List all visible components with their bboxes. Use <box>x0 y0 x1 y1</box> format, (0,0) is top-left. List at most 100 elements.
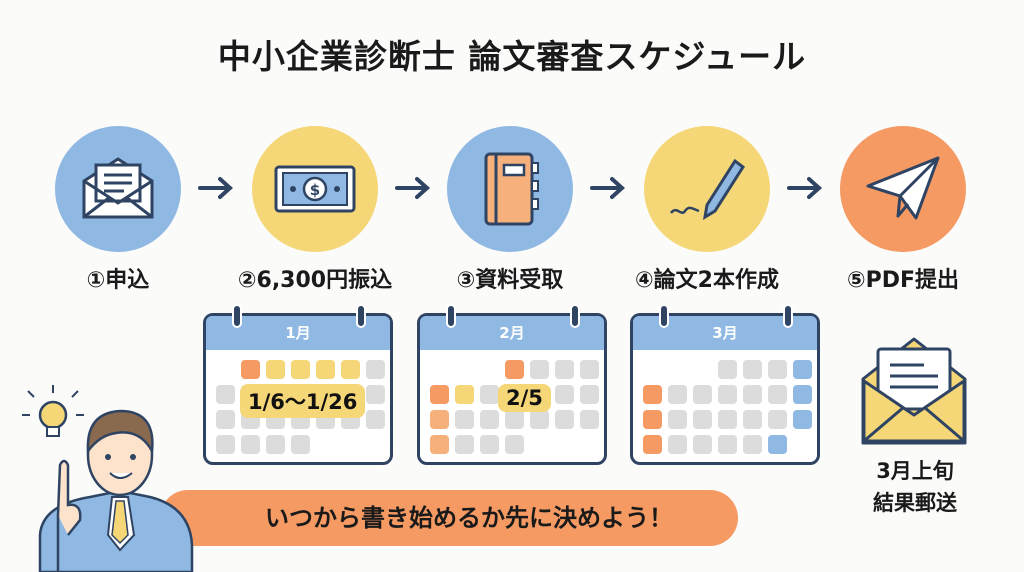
empty-day <box>216 360 235 379</box>
calendar-day <box>241 360 260 379</box>
calendar-day <box>366 360 385 379</box>
calendar-day <box>216 385 235 404</box>
svg-text:$: $ <box>310 181 320 199</box>
paper-plane-icon <box>840 126 966 252</box>
page-title: 中小企業診断士 論文審査スケジュール <box>217 37 807 76</box>
calendar-day <box>693 385 712 404</box>
calendar-day <box>430 435 449 454</box>
arrow-icon <box>787 177 822 199</box>
calendar-day <box>505 435 524 454</box>
calendar-day <box>555 410 574 429</box>
calendar-day <box>743 360 762 379</box>
calendar-day <box>793 385 812 404</box>
calendar-day <box>530 360 549 379</box>
arrow-icon <box>198 177 233 199</box>
calendar-day <box>480 385 499 404</box>
calendar-day <box>241 435 260 454</box>
calendar-day <box>580 385 599 404</box>
calendar-day <box>793 410 812 429</box>
empty-day <box>643 360 662 379</box>
calendar-day <box>366 410 385 429</box>
calendar-day <box>668 385 687 404</box>
calendar-day <box>693 435 712 454</box>
calendar-day <box>316 360 335 379</box>
calendar-day <box>768 385 787 404</box>
calendar-day <box>480 410 499 429</box>
envelope-icon <box>55 126 181 252</box>
empty-day <box>430 360 449 379</box>
empty-day <box>455 360 474 379</box>
date-callout: 2/5 <box>498 384 551 412</box>
calendar-day <box>455 435 474 454</box>
calendar-day <box>718 410 737 429</box>
calendar-day <box>555 360 574 379</box>
calendar-day <box>480 435 499 454</box>
empty-day <box>555 435 574 454</box>
calendar-january: 1月 1/6〜1/26 <box>203 304 393 465</box>
step-label: ①申込 <box>86 268 150 293</box>
calendar-day <box>643 435 662 454</box>
calendar-day <box>216 435 235 454</box>
calendar-day <box>505 360 524 379</box>
empty-day <box>316 435 335 454</box>
notebook-icon <box>447 126 573 252</box>
calendar-day <box>266 360 285 379</box>
step-label: ⑤PDF提出 <box>846 268 960 293</box>
calendar-day <box>718 360 737 379</box>
step-label: ②6,300円振込 <box>237 268 393 293</box>
result-date: 3月上旬 <box>876 459 954 483</box>
calendar-day <box>668 410 687 429</box>
calendar-day <box>668 435 687 454</box>
empty-day <box>366 435 385 454</box>
calendar-day <box>793 360 812 379</box>
empty-day <box>341 435 360 454</box>
empty-day <box>793 435 812 454</box>
calendar-march: 3月 <box>630 304 820 465</box>
pen-icon <box>644 126 770 252</box>
calendar-day <box>768 410 787 429</box>
calendar-day <box>718 385 737 404</box>
calendar-day <box>455 385 474 404</box>
calendar-day <box>430 410 449 429</box>
calendar-day <box>768 360 787 379</box>
person-illustration <box>22 385 194 572</box>
calendar-february: 2月 2/5 <box>417 304 607 465</box>
calendar-day <box>341 360 360 379</box>
calendar-day <box>266 435 285 454</box>
calendar-day <box>718 435 737 454</box>
calendar-day <box>530 410 549 429</box>
step-apply: ①申込 <box>23 126 213 294</box>
step-write: ④論文2本作成 <box>612 126 802 294</box>
step-label: ③資料受取 <box>456 268 564 293</box>
step-label: ④論文2本作成 <box>635 268 779 293</box>
calendar-day <box>580 410 599 429</box>
arrow-icon <box>395 177 430 199</box>
calendar-day <box>291 360 310 379</box>
calendar-day <box>768 435 787 454</box>
banknote-icon: $ <box>252 126 378 252</box>
tip-banner: いつから書き始めるか先に決めよう！ <box>160 490 738 546</box>
calendar-month: 1月 <box>206 316 390 350</box>
lightbulb-icon <box>22 385 84 437</box>
result-notice: 3月上旬 結果郵送 <box>840 455 990 519</box>
step-payment: $ ②6,300円振込 <box>220 126 410 294</box>
calendar-day <box>693 410 712 429</box>
result-text: 結果郵送 <box>873 491 957 515</box>
calendar-day <box>743 435 762 454</box>
calendar-day <box>430 385 449 404</box>
calendar-day <box>366 385 385 404</box>
empty-day <box>530 435 549 454</box>
empty-day <box>668 360 687 379</box>
step-receive: ③資料受取 <box>415 126 605 294</box>
empty-day <box>580 435 599 454</box>
arrow-icon <box>590 177 625 199</box>
calendar-day <box>643 410 662 429</box>
calendar-day <box>580 360 599 379</box>
calendar-day <box>743 410 762 429</box>
calendar-day <box>291 435 310 454</box>
calendar-day <box>505 410 524 429</box>
calendar-day <box>743 385 762 404</box>
date-callout: 1/6〜1/26 <box>240 384 366 418</box>
result-envelope-icon <box>861 337 967 445</box>
step-submit: ⑤PDF提出 <box>808 126 998 294</box>
